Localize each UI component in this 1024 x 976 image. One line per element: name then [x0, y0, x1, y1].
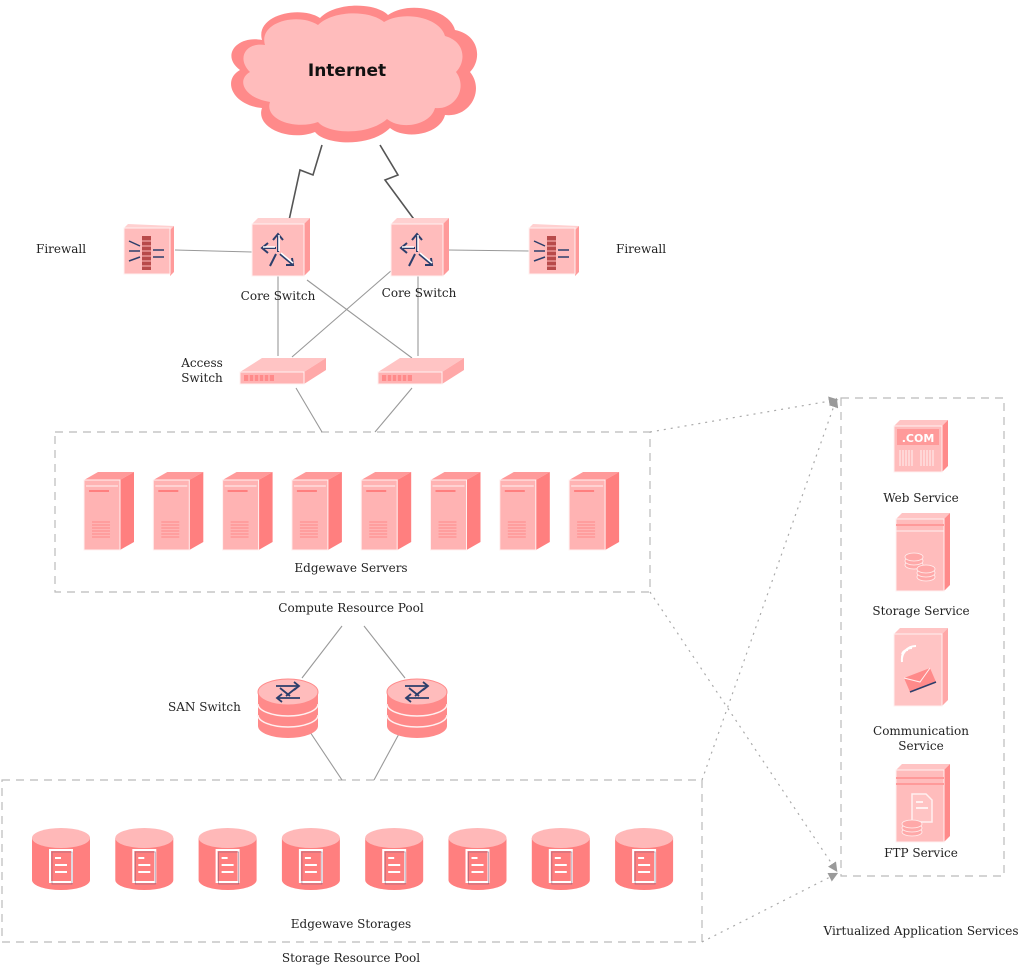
link-core-access-3 [291, 269, 393, 358]
arrow-storage-bottom [701, 872, 839, 943]
storage-pool-box [1, 779, 703, 943]
server-tower-icon[interactable] [499, 471, 551, 551]
compute-pool-title: Compute Resource Pool [278, 601, 424, 615]
storage-cylinder-icon[interactable] [114, 827, 175, 891]
storage-cylinder-icon[interactable] [197, 827, 258, 891]
storage-pool-title: Storage Resource Pool [282, 951, 420, 965]
firewall-icon [123, 223, 175, 277]
storage-service-label: Storage Service [872, 604, 969, 618]
arrow-storage-top [701, 397, 839, 781]
server-tower-icon[interactable] [360, 471, 412, 551]
internet-link-right [379, 144, 417, 223]
compute-pool-box [54, 431, 651, 593]
san-switch-icon[interactable] [257, 678, 319, 739]
firewall-left-label: Firewall [36, 242, 86, 256]
link-fw-core-left [174, 249, 253, 253]
server-tower-icon[interactable] [430, 471, 481, 551]
server-tower-icon[interactable] [291, 471, 343, 551]
edgewave-storages-label: Edgewave Storages [291, 917, 411, 931]
internet-link-left [287, 144, 323, 226]
core-switch-right[interactable]: Core Switch [382, 217, 457, 300]
firewall-right-label: Firewall [616, 242, 666, 256]
storage-cylinder-icon[interactable] [31, 827, 91, 891]
service-ftp[interactable]: FTP Service [884, 764, 958, 860]
access-switch-icon[interactable] [239, 357, 327, 385]
link-san-storage-2 [373, 731, 401, 781]
storage-service-icon [895, 513, 950, 592]
access-switch-icon[interactable] [377, 357, 465, 385]
service-web[interactable]: .COM Web Service [883, 420, 959, 505]
internet-cloud: Internet [231, 5, 478, 143]
san-switch-icon[interactable] [386, 678, 448, 739]
edgewave-storages [31, 827, 675, 891]
edgewave-servers-label: Edgewave Servers [294, 561, 407, 575]
san-switch-label: SAN Switch [168, 700, 241, 714]
web-service-icon: .COM [893, 420, 948, 473]
link-fw-core-right [447, 249, 530, 252]
core-switch-icon [390, 217, 450, 277]
communication-service-icon [893, 628, 948, 707]
link-pool-san-1 [301, 625, 343, 679]
ftp-service-label: FTP Service [884, 846, 958, 860]
firewall-right[interactable]: Firewall [528, 223, 666, 277]
communication-service-label-line2: Service [898, 739, 944, 753]
storage-cylinder-icon[interactable] [364, 827, 425, 891]
services-box [840, 397, 1005, 877]
server-tower-icon[interactable] [568, 471, 620, 551]
link-pool-san-2 [363, 625, 406, 679]
firewall-left[interactable]: Firewall [36, 223, 175, 277]
access-switch-label-line1: Access [180, 356, 223, 370]
services-title: Virtualized Application Services [823, 924, 1019, 938]
core-switch-right-label: Core Switch [382, 286, 457, 300]
link-san-storage-1 [309, 731, 343, 781]
service-storage[interactable]: Storage Service [872, 513, 970, 618]
arrow-compute-top [649, 396, 839, 433]
service-communication[interactable]: Communication Service [873, 628, 969, 753]
core-switch-left[interactable]: Core Switch [241, 217, 316, 303]
link-access-pool-1 [295, 387, 323, 433]
server-tower-icon[interactable] [83, 471, 135, 551]
storage-cylinder-icon[interactable] [447, 827, 508, 891]
storage-cylinder-icon[interactable] [614, 827, 675, 891]
service-connections [649, 396, 839, 943]
server-tower-icon[interactable] [222, 471, 274, 551]
web-service-label: Web Service [883, 491, 958, 505]
network-links [174, 144, 530, 781]
core-switch-left-label: Core Switch [241, 289, 316, 303]
core-switch-icon [251, 217, 311, 277]
link-core-access-2 [306, 279, 413, 359]
firewall-icon [528, 223, 580, 277]
access-switch-label-line2: Switch [181, 371, 223, 385]
arrow-compute-bottom [649, 591, 838, 872]
server-tower-icon[interactable] [152, 471, 204, 551]
edgewave-servers [83, 471, 620, 551]
storage-cylinder-icon[interactable] [530, 827, 591, 891]
com-badge: .COM [902, 432, 935, 445]
link-access-pool-2 [374, 387, 413, 433]
storage-cylinder-icon[interactable] [280, 827, 341, 891]
internet-label: Internet [308, 61, 386, 81]
communication-service-label-line1: Communication [873, 724, 969, 738]
ftp-service-icon [895, 764, 950, 843]
